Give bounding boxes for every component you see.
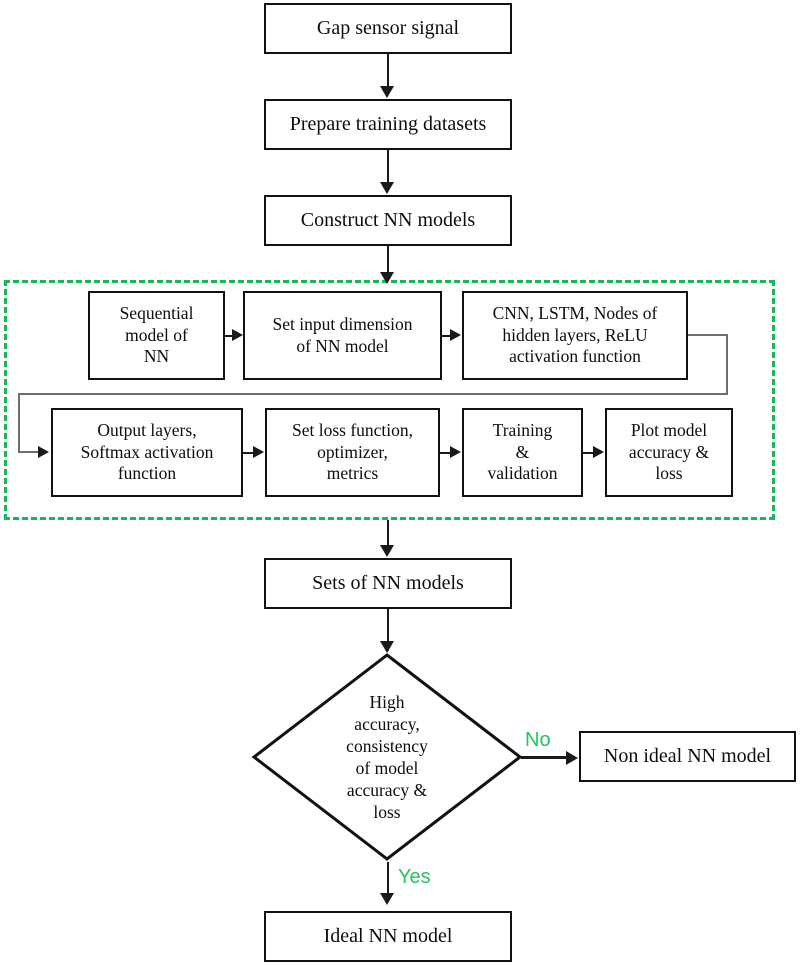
node-gap-sensor-signal[interactable]: Gap sensor signal [264,3,512,54]
node-set-loss-function[interactable]: Set loss function, optimizer, metrics [265,408,440,497]
node-cnn-lstm-hidden-layers[interactable]: CNN, LSTM, Nodes of hidden layers, ReLU … [462,291,688,380]
node-set-input-dimension[interactable]: Set input dimension of NN model [243,291,442,380]
arrowhead-loss-to-training [450,446,461,458]
arrowhead-set-input-to-cnn [450,329,461,341]
branch-label-no: No [525,729,551,751]
node-ideal-nn-model[interactable]: Ideal NN model [264,911,512,962]
arrowhead-group-to-sets [380,545,394,557]
connector-gap-to-prepare [386,54,390,87]
connector-loss-to-training [440,451,451,454]
wrap-connector-left-segment [18,393,20,452]
arrowhead-construct-to-group [380,272,394,284]
branch-label-yes: Yes [398,866,431,888]
connector-decision-to-non-ideal [521,756,573,759]
connector-sets-to-decision [386,609,390,651]
arrowhead-wrap-to-output-layers [38,446,49,458]
node-output-layers-softmax[interactable]: Output layers, Softmax activation functi… [51,408,243,497]
connector-decision-to-ideal [386,862,390,898]
connector-sequential-to-set-input [225,334,233,337]
node-construct-nn-models[interactable]: Construct NN models [264,195,512,246]
connector-set-input-to-cnn [442,334,451,337]
connector-output-to-loss [243,451,254,454]
connector-group-to-sets [386,520,390,553]
arrowhead-training-to-plot [593,446,604,458]
node-prepare-training-datasets[interactable]: Prepare training datasets [264,99,512,150]
arrowhead-sets-to-decision [380,641,394,653]
node-sets-of-nn-models[interactable]: Sets of NN models [264,558,512,609]
arrowhead-decision-to-non-ideal [566,751,578,765]
arrowhead-gap-to-prepare [380,86,394,98]
wrap-connector-top-segment [688,334,728,336]
arrowhead-output-to-loss [253,446,264,458]
connector-prepare-to-construct [386,150,390,183]
arrowhead-decision-to-ideal [380,893,394,905]
wrap-connector-right-segment [726,334,728,395]
node-plot-model-accuracy-loss[interactable]: Plot model accuracy & loss [605,408,733,497]
connector-training-to-plot [583,451,594,454]
node-sequential-model-of-nn[interactable]: Sequential model of NN [88,291,225,380]
arrowhead-prepare-to-construct [380,182,394,194]
wrap-connector-entry-segment [18,451,40,453]
decision-diamond[interactable]: High accuracy, consistency of model accu… [251,652,523,862]
connector-construct-to-group [386,246,390,278]
wrap-connector-bottom-segment [18,393,728,395]
arrowhead-sequential-to-set-input [232,329,243,341]
node-training-validation[interactable]: Training & validation [462,408,583,497]
node-non-ideal-nn-model[interactable]: Non ideal NN model [579,731,796,782]
